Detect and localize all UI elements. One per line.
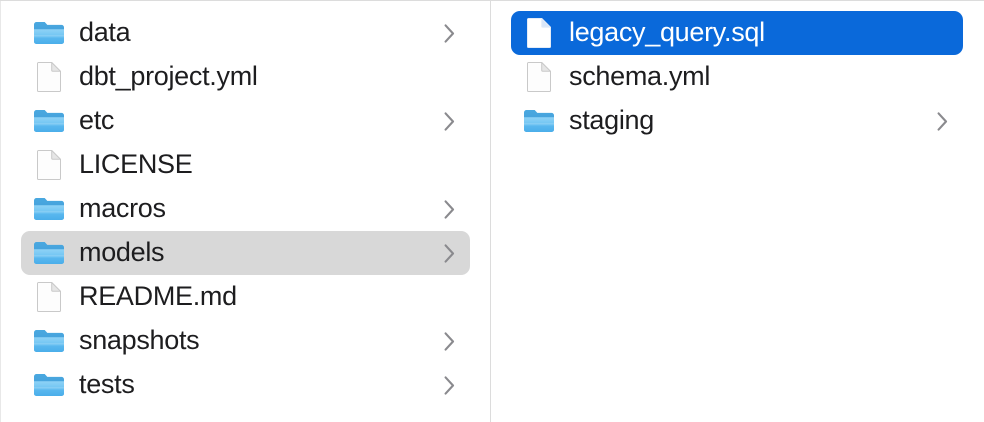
item-label: README.md <box>79 280 237 311</box>
item-label: staging <box>569 104 654 135</box>
folder-icon-svg <box>34 198 64 220</box>
chevron-right-icon-svg <box>444 375 454 395</box>
folder-icon <box>33 369 65 401</box>
folder-icon <box>33 193 65 225</box>
file-row[interactable]: LICENSE <box>21 143 470 187</box>
chevron-right-icon[interactable] <box>442 330 456 352</box>
folder-icon <box>33 237 65 269</box>
folder-icon <box>33 105 65 137</box>
document-icon <box>523 17 555 49</box>
item-label: schema.yml <box>569 60 711 91</box>
folder-icon <box>523 105 555 137</box>
folder-row[interactable]: tests <box>21 363 470 407</box>
folder-row[interactable]: staging <box>511 99 963 143</box>
folder-icon <box>33 325 65 357</box>
document-icon <box>33 149 65 181</box>
item-label: models <box>79 236 165 267</box>
folder-icon-svg <box>34 374 64 396</box>
chevron-right-icon-svg <box>444 111 454 131</box>
item-label: tests <box>79 368 135 399</box>
chevron-right-icon[interactable] <box>442 22 456 44</box>
finder-column-models-folder[interactable]: legacy_query.sql schema.yml staging <box>491 1 983 422</box>
document-icon-svg <box>37 62 61 92</box>
folder-icon-svg <box>34 242 64 264</box>
item-label: data <box>79 16 131 47</box>
chevron-right-icon[interactable] <box>442 110 456 132</box>
folder-row[interactable]: snapshots <box>21 319 470 363</box>
item-label: dbt_project.yml <box>79 60 258 91</box>
folder-row[interactable]: models <box>21 231 470 275</box>
chevron-right-icon[interactable] <box>442 374 456 396</box>
chevron-right-icon-svg <box>444 331 454 351</box>
chevron-right-icon[interactable] <box>442 198 456 220</box>
document-icon <box>33 61 65 93</box>
folder-icon-svg <box>524 110 554 132</box>
item-label: macros <box>79 192 166 223</box>
folder-icon <box>33 17 65 49</box>
document-icon-svg <box>527 62 551 92</box>
folder-row[interactable]: etc <box>21 99 470 143</box>
file-row[interactable]: README.md <box>21 275 470 319</box>
document-icon-svg <box>37 150 61 180</box>
item-label: LICENSE <box>79 148 193 179</box>
folder-row[interactable]: macros <box>21 187 470 231</box>
item-label: legacy_query.sql <box>569 16 765 47</box>
document-icon-svg <box>527 18 551 48</box>
chevron-right-icon[interactable] <box>442 242 456 264</box>
finder-column-project-root[interactable]: data dbt_project.yml etc LICENSE <box>0 1 491 422</box>
item-label: snapshots <box>79 324 200 355</box>
chevron-right-icon-svg <box>444 23 454 43</box>
folder-icon-svg <box>34 22 64 44</box>
chevron-right-icon-svg <box>444 199 454 219</box>
folder-icon-svg <box>34 110 64 132</box>
file-row[interactable]: legacy_query.sql <box>511 11 963 55</box>
document-icon <box>523 61 555 93</box>
folder-row[interactable]: data <box>21 11 470 55</box>
file-row[interactable]: dbt_project.yml <box>21 55 470 99</box>
chevron-right-icon-svg <box>444 243 454 263</box>
file-row[interactable]: schema.yml <box>511 55 963 99</box>
chevron-right-icon-svg <box>937 111 947 131</box>
chevron-right-icon[interactable] <box>935 110 949 132</box>
document-icon-svg <box>37 282 61 312</box>
document-icon <box>33 281 65 313</box>
item-label: etc <box>79 104 115 135</box>
folder-icon-svg <box>34 330 64 352</box>
